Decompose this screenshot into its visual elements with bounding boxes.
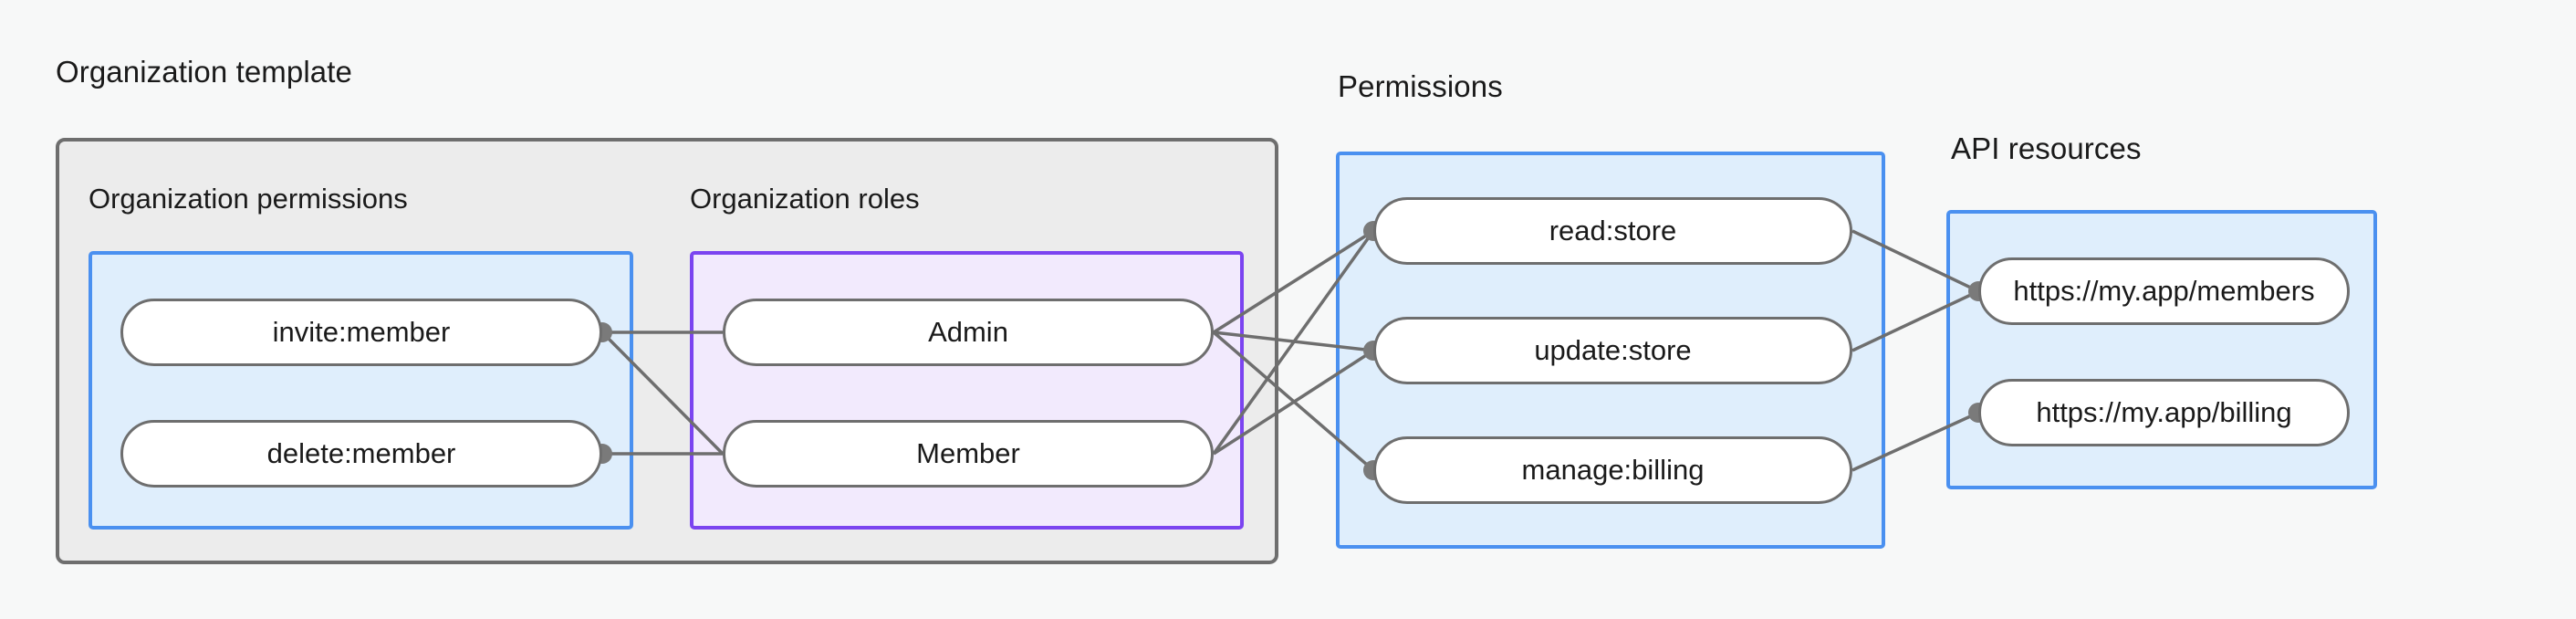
subgroup-title-organization-roles: Organization roles (690, 183, 920, 215)
node-permission-manage-billing[interactable]: manage:billing (1373, 436, 1852, 504)
node-api-resource-members[interactable]: https://my.app/members (1978, 257, 2350, 325)
node-role-admin[interactable]: Admin (723, 299, 1214, 366)
node-invite-member[interactable]: invite:member (120, 299, 602, 366)
node-permission-update-store[interactable]: update:store (1373, 317, 1852, 384)
node-api-resource-billing[interactable]: https://my.app/billing (1978, 379, 2350, 446)
organization-roles-container (690, 251, 1244, 530)
group-title-organization-template: Organization template (56, 55, 352, 89)
node-delete-member[interactable]: delete:member (120, 420, 602, 488)
group-title-api-resources: API resources (1951, 131, 2142, 165)
node-permission-read-store[interactable]: read:store (1373, 197, 1852, 265)
organization-permissions-container (89, 251, 633, 530)
node-role-member[interactable]: Member (723, 420, 1214, 488)
api-resources-container (1946, 210, 2377, 489)
group-title-permissions: Permissions (1338, 69, 1503, 103)
subgroup-title-organization-permissions: Organization permissions (89, 183, 408, 215)
